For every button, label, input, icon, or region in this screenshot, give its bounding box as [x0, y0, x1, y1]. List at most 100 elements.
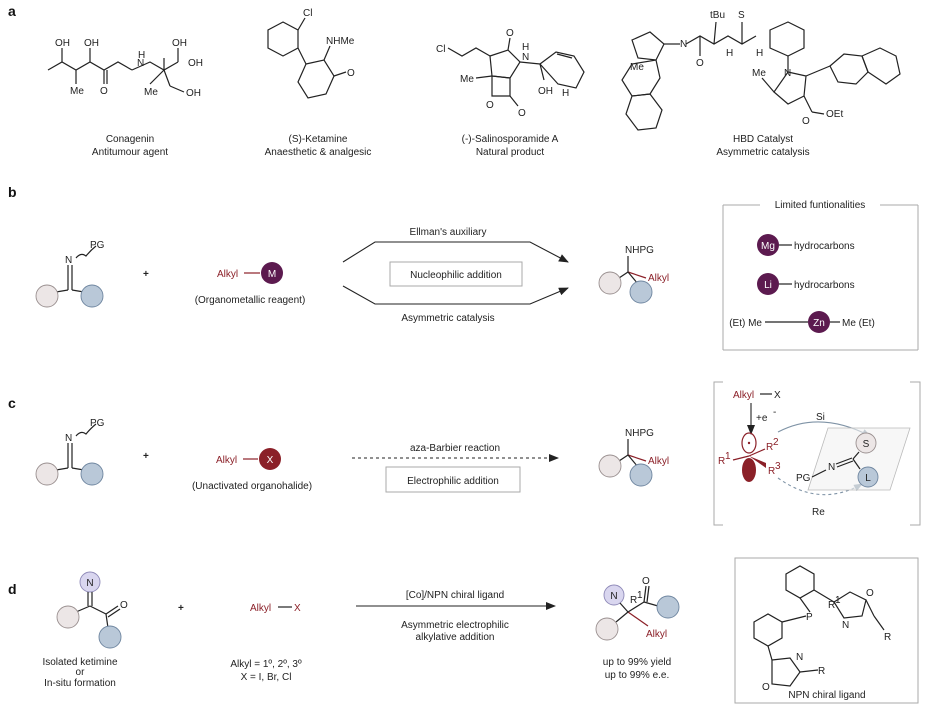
panel-d-ketimine: N O	[56, 571, 128, 649]
mech-r2: R	[766, 442, 773, 453]
mech-x: X	[774, 390, 781, 401]
salino-name: (-)-Salinosporamide A	[462, 134, 559, 145]
limits-li-text: hydrocarbons	[794, 280, 855, 291]
panel-c-product: NHPG Alkyl	[598, 428, 669, 487]
panel-d-substrate-n: N	[86, 578, 93, 589]
conagenin-oh-2: OH	[84, 38, 99, 49]
ligand-n-2: N	[796, 652, 803, 663]
panel-b-imine-n: N	[65, 255, 72, 266]
ligand-r-2: R	[818, 666, 825, 677]
salino-role: Natural product	[476, 147, 545, 158]
panel-b-box	[389, 261, 523, 287]
panel-d-substrate-line2: or	[76, 667, 86, 678]
panel-d-conditions-line1: Asymmetric electrophilic	[401, 620, 509, 631]
conagenin-oh-1: OH	[55, 38, 70, 49]
mech-l: L	[865, 473, 871, 484]
panel-d-ee: up to 99% e.e.	[605, 670, 670, 681]
hbd-h-2: H	[756, 48, 763, 59]
hbd-o-2: O	[802, 116, 810, 127]
limits-zn-right: Me (Et)	[842, 318, 875, 329]
panel-d-plus: +	[178, 603, 184, 614]
panel-d-conditions-line2: alkylative addition	[416, 632, 495, 643]
panel-d-substrate-line1: Isolated ketimine	[42, 657, 117, 668]
limits-mg: Mg	[761, 241, 775, 252]
panel-c-halide: X	[267, 455, 274, 466]
panel-c-plus: +	[143, 451, 149, 462]
conagenin-h: H	[138, 50, 145, 61]
panel-b-imine-small-group	[35, 284, 59, 308]
hbd-oet: OEt	[826, 109, 843, 120]
ligand-r1: R	[828, 600, 835, 611]
panel-d-yield: up to 99% yield	[603, 657, 671, 668]
hbd-n-1: N	[680, 39, 687, 50]
limits-title: Limited funtionalities	[775, 200, 866, 211]
panel-c-alkyl: Alkyl	[216, 455, 237, 466]
panel-b-upper-route: Ellman's auxiliary	[410, 227, 487, 238]
salino-h-2: H	[562, 88, 569, 99]
panel-b-metal: M	[268, 269, 276, 280]
conagenin-n: N	[137, 58, 144, 69]
mech-electron: +e	[756, 413, 768, 424]
panel-b-plus: +	[143, 269, 149, 280]
panel-c-product-alkyl: Alkyl	[648, 456, 669, 467]
limits-zn: Zn	[813, 318, 825, 329]
hbd-tbu: tBu	[710, 10, 725, 21]
ketamine-structure: Cl NHMe O	[267, 8, 355, 99]
hbd-h-1: H	[726, 48, 733, 59]
limits-li: Li	[764, 280, 772, 291]
panel-c-mechanism: Alkyl X +e - R 1 R 2 R 3 Si Re PG N S L	[713, 381, 921, 526]
limited-functionalities-box: Limited funtionalities Mg hydrocarbons L…	[722, 200, 919, 351]
panel-b-box-label: Nucleophilic addition	[410, 270, 502, 281]
conagenin-structure: OH OH Me O N H OH Me OH OH	[47, 38, 203, 99]
panel-c-imine-n: N	[65, 433, 72, 444]
panel-d-scope-x: X = I, Br, Cl	[241, 672, 292, 683]
mech-r1-sup: 1	[725, 451, 731, 462]
hbd-s: S	[738, 10, 745, 21]
panel-c-label: c	[8, 395, 16, 411]
panel-b-lower-route: Asymmetric catalysis	[401, 313, 494, 324]
panel-b-reagent-desc: (Organometallic reagent)	[195, 295, 306, 306]
panel-b-label: b	[8, 184, 17, 200]
salino-o-1: O	[506, 28, 514, 39]
ligand-n-1: N	[842, 620, 849, 631]
panel-d-product-n: N	[610, 591, 617, 602]
mech-si: Si	[816, 412, 825, 423]
salino-o-2: O	[486, 100, 494, 111]
limits-mg-text: hydrocarbons	[794, 241, 855, 252]
salino-me: Me	[460, 74, 474, 85]
ketamine-o: O	[347, 68, 355, 79]
panel-b-lower-arrow	[342, 285, 569, 305]
panel-d-product-r: R	[630, 595, 637, 606]
panel-a-label: a	[8, 3, 16, 19]
mech-r3: R	[768, 466, 775, 477]
panel-c-imine-pg: PG	[90, 418, 105, 429]
hbd-o: O	[696, 58, 704, 69]
conagenin-role: Antitumour agent	[92, 147, 168, 158]
hbd-role: Asymmetric catalysis	[716, 147, 809, 158]
panel-d-product-o: O	[642, 576, 650, 587]
mech-r1: R	[718, 456, 725, 467]
conagenin-o: O	[100, 86, 108, 97]
mech-n: N	[828, 462, 835, 473]
ketamine-nhme: NHMe	[326, 36, 355, 47]
hbd-me-1: Me	[630, 62, 644, 73]
hbd-name: HBD Catalyst	[733, 134, 793, 145]
panel-d-label: d	[8, 581, 17, 597]
ketamine-cl: Cl	[303, 8, 312, 19]
conagenin-oh-3: OH	[172, 38, 187, 49]
npn-ligand-box: P R 1 N O R O N R NPN chiral ligand	[734, 557, 919, 704]
ketamine-name: (S)-Ketamine	[289, 134, 348, 145]
panel-b-imine-large-group	[80, 284, 104, 308]
conagenin-oh-5: OH	[188, 58, 203, 69]
panel-c-product-nhpg: NHPG	[625, 428, 654, 439]
panel-b-alkyl: Alkyl	[217, 269, 238, 280]
panel-c-reagent-desc: (Unactivated organohalide)	[192, 481, 312, 492]
limits-zn-left: (Et) Me	[729, 318, 762, 329]
panel-d-product-alkyl: Alkyl	[646, 629, 667, 640]
salino-h-1: H	[522, 42, 529, 53]
hbd-catalyst-structure: N O tBu S H H Me Me N O OEt	[621, 10, 901, 131]
panel-d-product-r-sup: 1	[637, 590, 643, 601]
ligand-p: P	[806, 612, 813, 623]
hbd-n-2: N	[784, 68, 791, 79]
